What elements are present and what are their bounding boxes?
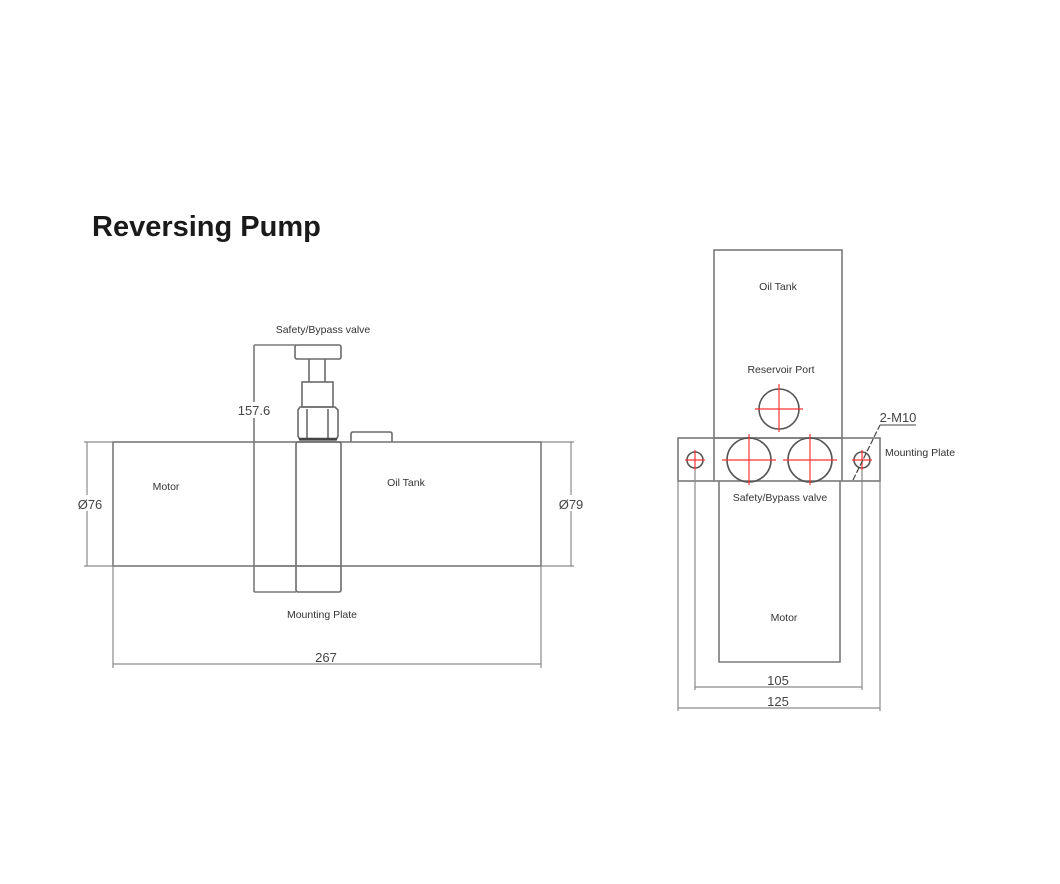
reservoir-port (755, 384, 803, 432)
dim-motor-diameter: Ø76 (78, 497, 103, 512)
label-mounting-plate: Mounting Plate (287, 609, 357, 621)
mounting-block (295, 441, 342, 593)
end-label-oil-tank: Oil Tank (759, 281, 797, 293)
pump-body (112, 441, 542, 567)
dim-height: 157.6 (238, 403, 271, 418)
end-label-safety-valve: Safety/Bypass valve (733, 492, 828, 504)
mount-hole-right (852, 450, 872, 470)
end-view: Oil Tank Reservoir Port (677, 249, 955, 711)
valve-body (301, 381, 334, 408)
dim76-bg (76, 495, 98, 511)
end-label-mounting-plate: Mounting Plate (885, 447, 955, 459)
drawing-title: Reversing Pump (92, 211, 321, 243)
end-mounting-plate (677, 437, 881, 482)
label-2-m10: 2-M10 (880, 410, 917, 425)
label-safety-valve: Safety/Bypass valve (276, 324, 371, 336)
side-view: Safety/Bypass valve Motor Oil Tank Mount… (76, 324, 584, 668)
dim-inner-width: 105 (767, 673, 789, 688)
safety-valve (294, 344, 342, 441)
valve-port-left (722, 434, 776, 485)
end-oil-tank (713, 249, 843, 439)
label-motor: Motor (153, 481, 180, 493)
dim79-bg (562, 495, 584, 511)
filler-cap (350, 431, 393, 442)
dim-tank-diameter: Ø79 (559, 497, 584, 512)
end-motor (718, 481, 841, 663)
end-label-reservoir-port: Reservoir Port (747, 364, 814, 376)
mount-hole-left (685, 450, 705, 470)
valve-knob (294, 344, 342, 360)
label-oil-tank: Oil Tank (387, 477, 425, 489)
dim-length: 267 (315, 650, 337, 665)
m10-leader (852, 424, 881, 481)
valve-port-right (783, 434, 837, 485)
dim-outer-width: 125 (767, 694, 789, 709)
end-label-motor: Motor (771, 612, 798, 624)
valve-nut (297, 406, 339, 441)
dim157-bg (236, 402, 272, 418)
